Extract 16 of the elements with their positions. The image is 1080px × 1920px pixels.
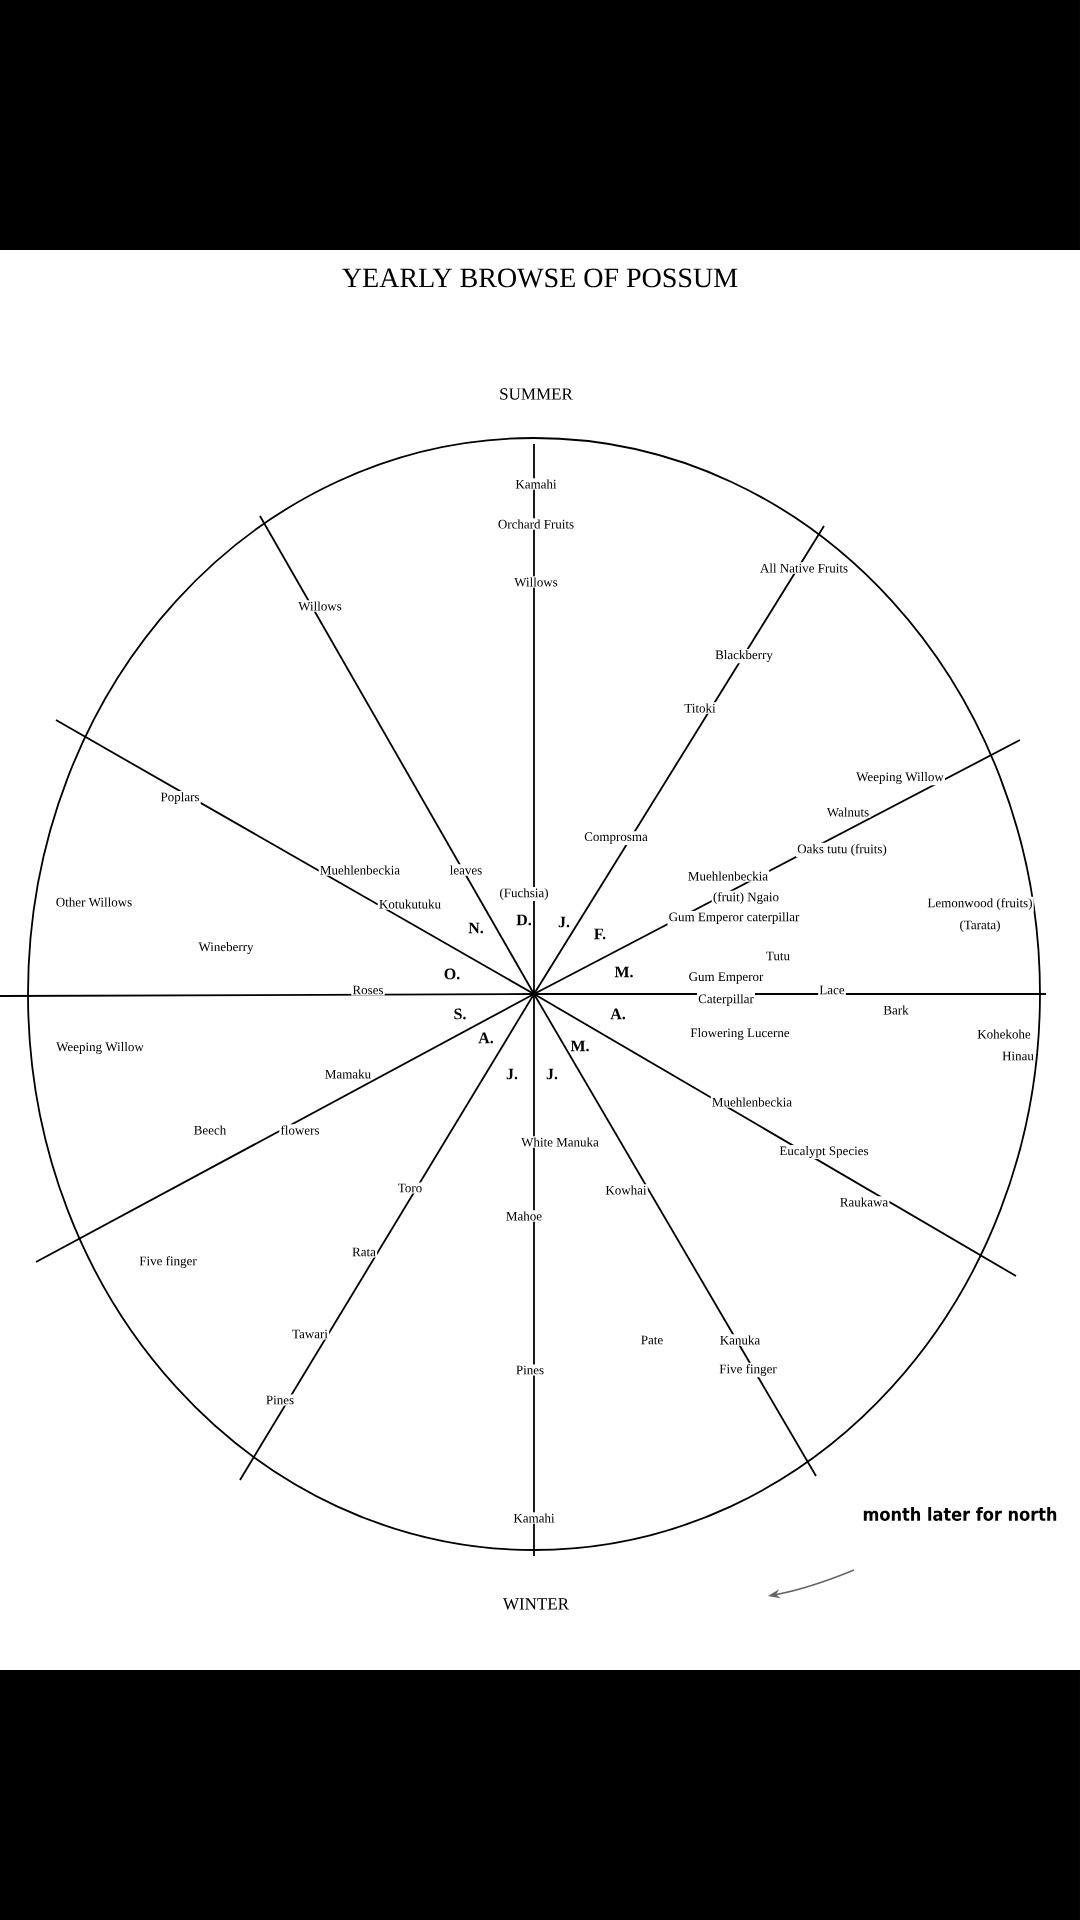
month-label: M. [613, 965, 635, 979]
note-text: month later for north [863, 1507, 1057, 1521]
month-label: J. [544, 1067, 560, 1081]
month-label: F. [592, 927, 608, 941]
season-label: WINTER [503, 1598, 570, 1610]
month-label: A. [477, 1031, 495, 1045]
month-label: S. [452, 1007, 468, 1021]
month-label: D. [515, 913, 533, 927]
title: YEARLY BROWSE OF POSSUM [342, 268, 738, 288]
month-label: J. [504, 1067, 520, 1081]
month-label: J. [556, 915, 572, 929]
month-label: O. [442, 967, 462, 981]
month-label: A. [609, 1007, 627, 1021]
month-label: N. [467, 921, 485, 935]
month-label: M. [569, 1039, 591, 1053]
season-label: SUMMER [500, 388, 573, 400]
